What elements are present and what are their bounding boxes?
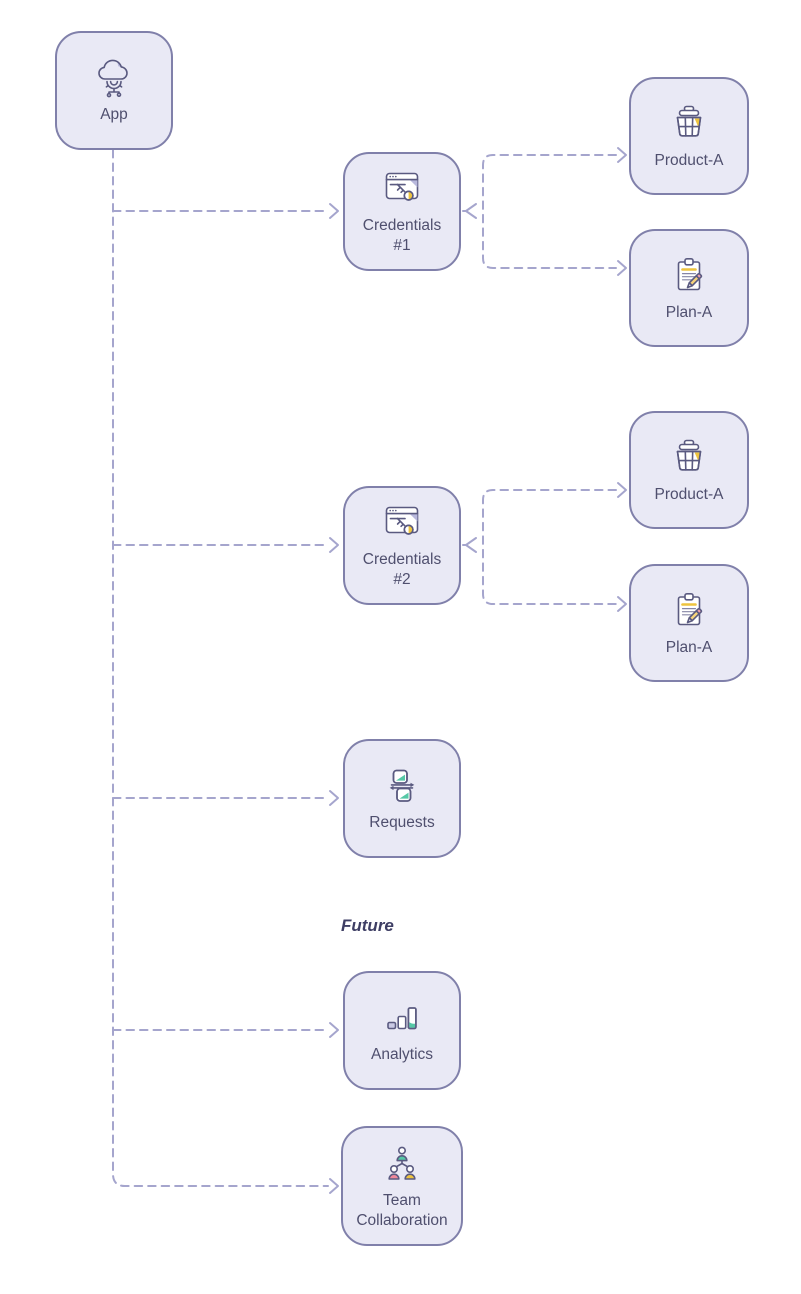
arrowhead xyxy=(329,1178,339,1194)
node-label: Analytics xyxy=(370,1046,434,1064)
arrowhead xyxy=(329,537,339,553)
node-plan-a-1: Plan-A xyxy=(629,229,749,347)
arrowhead xyxy=(329,1022,339,1038)
clipboard-pencil-icon xyxy=(677,257,703,290)
arrowhead xyxy=(617,596,627,612)
node-analytics: Analytics xyxy=(343,971,461,1090)
node-label: Team Collaboration xyxy=(356,1191,448,1229)
node-label: Plan-A xyxy=(665,638,713,656)
edge-credentials2-children xyxy=(482,489,617,605)
arrowhead xyxy=(329,203,339,219)
node-label: Product-A xyxy=(654,485,724,503)
edge-credentials1-children xyxy=(482,154,617,269)
cloud-gear-icon xyxy=(98,59,128,98)
browser-key-icon xyxy=(385,506,419,535)
node-requests: Requests xyxy=(343,739,461,858)
node-product-a-2: Product-A xyxy=(629,411,749,529)
node-label: Product-A xyxy=(654,151,724,169)
node-label: Plan-A xyxy=(665,303,713,321)
node-team-collaboration: Team Collaboration xyxy=(341,1126,463,1246)
browser-key-icon xyxy=(385,172,419,201)
node-credentials-1: Credentials #1 xyxy=(343,152,461,271)
shopping-basket-icon xyxy=(676,105,702,137)
future-section-label: Future xyxy=(341,916,394,935)
shopping-basket-icon xyxy=(676,439,702,471)
bar-chart-icon xyxy=(387,1007,417,1030)
node-credentials-2: Credentials #2 xyxy=(343,486,461,605)
arrowhead xyxy=(329,790,339,806)
team-people-icon xyxy=(388,1146,416,1180)
node-label: Requests xyxy=(369,814,435,832)
node-label: Credentials #1 xyxy=(362,217,442,254)
fork-mark xyxy=(462,537,477,553)
node-label: Credentials #2 xyxy=(362,551,442,588)
node-label: App xyxy=(100,106,128,124)
arrowhead xyxy=(617,260,627,276)
clipboard-pencil-icon xyxy=(677,592,703,625)
node-app: App xyxy=(55,31,173,150)
node-plan-a-2: Plan-A xyxy=(629,564,749,682)
arrowhead xyxy=(617,482,627,498)
fork-mark xyxy=(462,203,477,219)
document-transfer-icon xyxy=(389,769,415,802)
arrowhead xyxy=(617,147,627,163)
edge-app-trunk xyxy=(112,149,329,1187)
node-product-a-1: Product-A xyxy=(629,77,749,195)
